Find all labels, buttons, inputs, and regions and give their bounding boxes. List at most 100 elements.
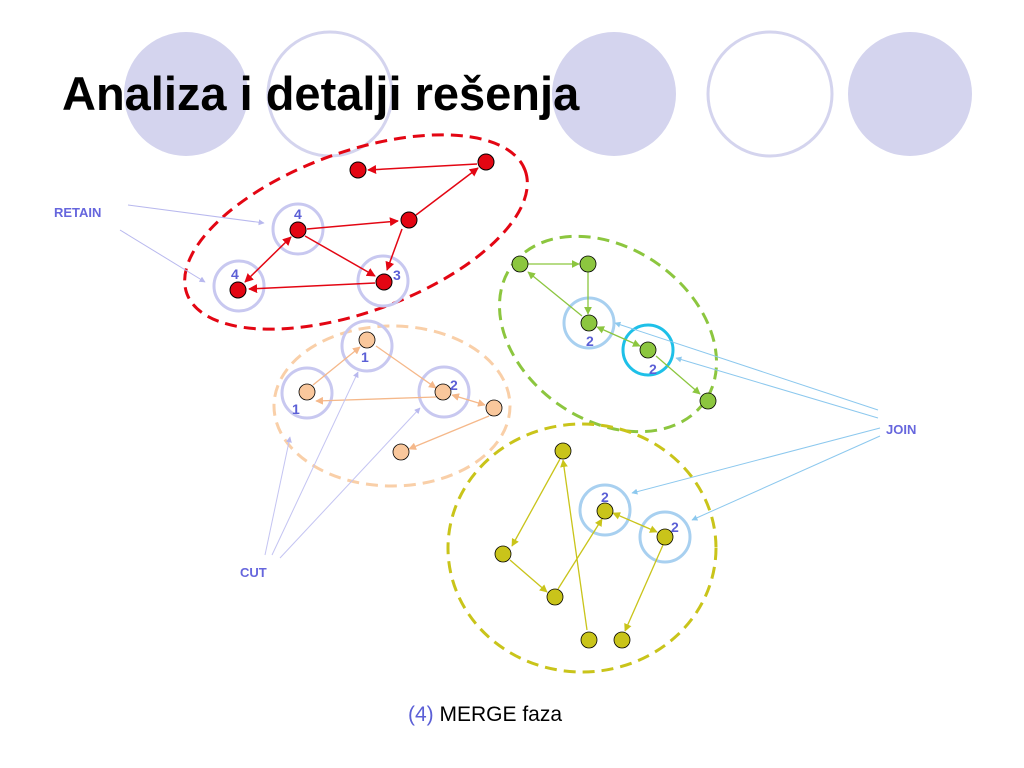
- join-pointer: [675, 356, 879, 419]
- weight-label: 2: [601, 489, 609, 505]
- peach-nodes: [298, 331, 503, 461]
- weight-circle: [212, 259, 266, 313]
- red-node: [229, 281, 247, 299]
- cut-pointer: [271, 371, 359, 556]
- peach-node: [434, 383, 452, 401]
- join-pointer: [614, 321, 879, 411]
- red-edges: [244, 163, 479, 294]
- red-nodes: [229, 153, 495, 299]
- join-pointers: [614, 321, 881, 521]
- weight-label: 2: [450, 377, 458, 393]
- red-edge: [304, 235, 376, 277]
- olive-node: [546, 588, 564, 606]
- peach-group-ellipse: [272, 324, 512, 488]
- green-node: [699, 392, 717, 410]
- olive-edge: [612, 512, 658, 533]
- join-label: JOIN: [886, 422, 916, 437]
- retain-pointer: [127, 204, 265, 226]
- olive-group-ellipse: [446, 422, 718, 674]
- peach-edge: [312, 346, 361, 386]
- olive-edge: [557, 518, 603, 590]
- red-edge: [248, 282, 376, 294]
- join-circle: [578, 483, 632, 537]
- caption-text: MERGE faza: [439, 703, 563, 726]
- red-edge: [244, 236, 292, 283]
- green-node: [639, 341, 657, 359]
- caption: (4) MERGE faza: [0, 703, 970, 727]
- red-node: [289, 221, 307, 239]
- red-node: [375, 273, 393, 291]
- green-node: [579, 255, 597, 273]
- deco-circle-filled: [124, 32, 248, 156]
- red-edge: [415, 167, 479, 216]
- green-node: [511, 255, 529, 273]
- deco-circle-outline: [706, 30, 834, 158]
- olive-edges: [509, 458, 664, 632]
- weight-label: 1: [361, 349, 369, 365]
- weight-circle: [340, 319, 394, 373]
- peach-edges: [312, 345, 490, 450]
- weight-label: 3: [393, 267, 401, 283]
- green-edge: [527, 271, 583, 317]
- page-title: Analiza i detalji rešenja: [62, 67, 580, 120]
- weight-label: 4: [294, 206, 302, 222]
- red-edge: [385, 228, 403, 271]
- weight-label: 2: [586, 333, 594, 349]
- join-circle-highlight: [621, 323, 675, 377]
- green-edges: [527, 260, 701, 395]
- olive-nodes: [494, 442, 674, 649]
- red-edge: [367, 163, 478, 175]
- red-node: [400, 211, 418, 229]
- deco-circle-filled: [848, 32, 972, 156]
- join-circles: [562, 296, 692, 564]
- green-edge: [655, 355, 701, 395]
- weight-circle: [417, 365, 471, 419]
- deco-circle-filled: [552, 32, 676, 156]
- cut-pointer: [264, 436, 292, 556]
- olive-node: [580, 631, 598, 649]
- olive-node: [554, 442, 572, 460]
- join-pointer: [691, 435, 881, 521]
- retain-label: RETAIN: [54, 205, 101, 220]
- weight-label: 2: [671, 519, 679, 535]
- green-node: [580, 314, 598, 332]
- retain-pointer: [119, 229, 206, 283]
- weight-circle: [280, 366, 334, 420]
- green-edge: [596, 326, 641, 347]
- olive-edge: [560, 459, 588, 631]
- red-node: [477, 153, 495, 171]
- cut-label: CUT: [240, 565, 267, 580]
- olive-node: [613, 631, 631, 649]
- olive-edge: [509, 559, 548, 593]
- peach-node: [485, 399, 503, 417]
- weight-label: 1: [292, 401, 300, 417]
- peach-edge: [408, 415, 490, 450]
- red-edge: [306, 217, 399, 230]
- peach-edge: [451, 393, 486, 407]
- peach-node: [298, 383, 316, 401]
- olive-edge: [624, 544, 664, 632]
- join-circle: [562, 296, 616, 350]
- olive-node: [656, 528, 674, 546]
- green-nodes: [511, 255, 717, 410]
- olive-node: [596, 502, 614, 520]
- header-decoration: [124, 30, 972, 158]
- weight-label: 2: [649, 361, 657, 377]
- cut-pointers: [264, 371, 421, 559]
- peach-node: [358, 331, 376, 349]
- weight-circle: [271, 202, 325, 256]
- olive-edge: [511, 458, 561, 547]
- retain-pointers: [119, 204, 265, 283]
- red-node: [349, 161, 367, 179]
- peach-node: [392, 443, 410, 461]
- weight-circle: [356, 254, 410, 308]
- weight-label: 4: [231, 266, 239, 282]
- cut-pointer: [279, 407, 421, 559]
- join-circle: [638, 510, 692, 564]
- peach-edge: [375, 345, 437, 389]
- caption-number: (4): [407, 703, 434, 726]
- peach-edge: [315, 396, 437, 405]
- weight-circles: [212, 202, 471, 420]
- join-pointer: [631, 427, 881, 495]
